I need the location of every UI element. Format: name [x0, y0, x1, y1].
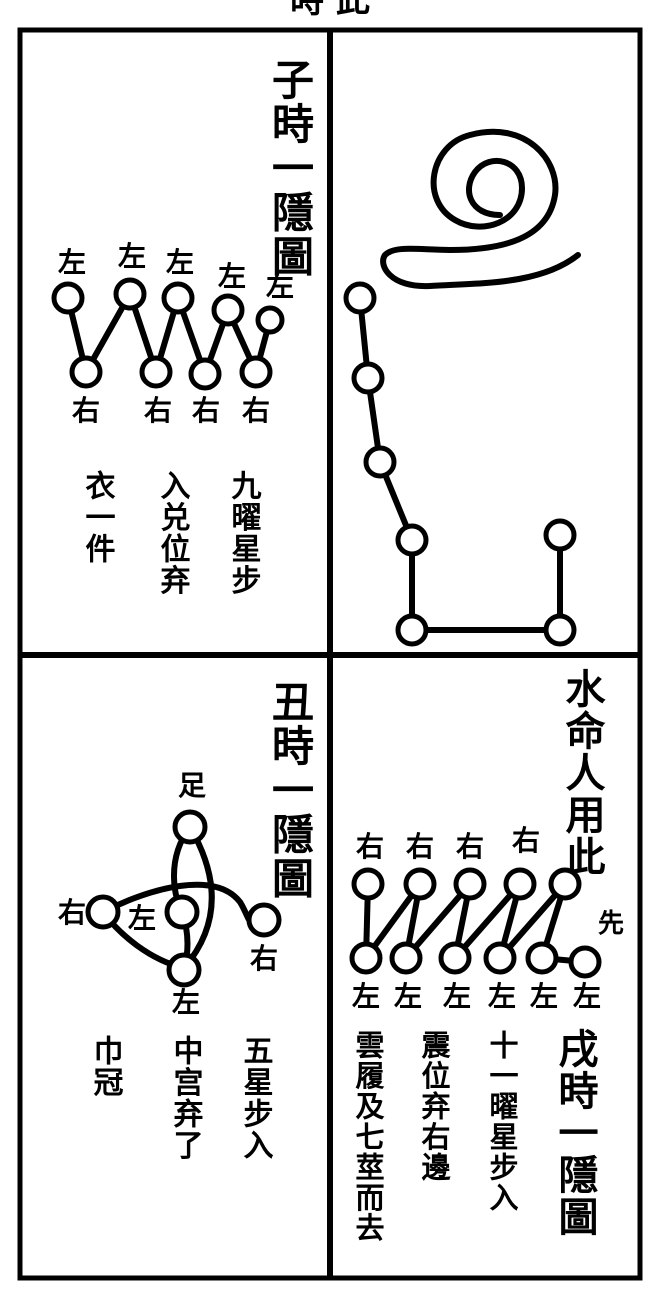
panel-zi: 子時一隱圖 左 左 左 左 左 右 右 右 右 九曜星步 入兑位弃 衣一件 [51, 58, 315, 596]
panel-chou-label-top: 足 [178, 769, 206, 802]
panel-xu-node [525, 941, 559, 975]
panel-xu-node [389, 941, 423, 975]
panel-zi-note: 衣一件 [80, 470, 116, 565]
panel-xu-top-label: 右 [356, 830, 384, 863]
panel-xu-start-label: 先 [598, 909, 624, 939]
panel-zi-bottom-label: 右 [242, 394, 270, 427]
spiral-node [543, 518, 577, 552]
panel-zi-node [139, 355, 173, 389]
panel-zi-node [161, 281, 195, 315]
panel-xu-node [403, 867, 437, 901]
panel-xu-node [453, 867, 487, 901]
panel-chou-node [246, 902, 282, 938]
panel-chou-loop [100, 824, 215, 971]
panel-zi-bottom-label: 右 [72, 394, 100, 427]
spiral-node [395, 523, 429, 557]
panel-zi-node [51, 281, 85, 315]
panel-xu-node [548, 867, 582, 901]
panel-zi-title: 子時一隱圖 [266, 58, 315, 279]
panel-xu-top-label: 右 [406, 830, 434, 863]
panel-xu-node [568, 945, 602, 979]
panel-xu-bottom-label: 左 [394, 980, 422, 1013]
panel-zi-top-label: 左 [266, 270, 294, 303]
panel-zi-note: 入兑位弃 [155, 470, 191, 596]
panel-chou-note: 巾冠 [88, 1035, 124, 1098]
panel-xu-node [483, 941, 517, 975]
panel-xu: 水命人用此 右 右 右 右 先 左 左 左 左 左 左 戌時一隱圖 十一曜星步入… [349, 668, 624, 1243]
panel-xu-node [349, 941, 383, 975]
panel-chou-label-center: 左 [128, 902, 156, 935]
panel-xu-header: 水命人用此 [559, 668, 606, 878]
panel-zi-note: 九曜星步 [226, 470, 262, 596]
panel-chou-note: 五星步入 [238, 1035, 274, 1161]
panel-chou-node [172, 809, 208, 845]
panel-xu-note: 雲履及七莖而去 [351, 1030, 385, 1243]
panel-zi-bottom-label: 右 [144, 394, 172, 427]
panel-spiral [343, 128, 581, 647]
panel-xu-title: 戌時一隱圖 [552, 1028, 599, 1238]
panel-zi-top-label: 左 [166, 246, 194, 279]
panel-chou-note: 中宫弃了 [168, 1035, 204, 1161]
panel-xu-note: 十一曜星步入 [485, 1030, 519, 1213]
panel-zi-top-label: 左 [218, 260, 246, 293]
panel-chou-label-bottom: 左 [172, 986, 200, 1019]
panel-chou: 丑時一隱圖 足 右 左 右 左 五星步入 中宫弃了 巾冠 [58, 680, 315, 1161]
panel-xu-bottom-label: 左 [443, 980, 471, 1013]
panel-zi-top-label: 左 [118, 240, 146, 273]
panel-xu-bottom-label: 左 [352, 980, 380, 1013]
panel-chou-node [85, 894, 121, 930]
panel-zi-node [211, 293, 245, 327]
top-partial-text: 時 此 [290, 0, 370, 21]
spiral-node [363, 445, 397, 479]
panel-xu-top-label: 右 [456, 830, 484, 863]
spiral-node [351, 361, 385, 395]
panel-zi-node [69, 355, 103, 389]
panel-zi-node [113, 277, 147, 311]
panel-chou-node [166, 952, 202, 988]
spiral-path [380, 128, 581, 290]
panel-zi-node [188, 357, 222, 391]
panel-zi-bottom-label: 右 [192, 394, 220, 427]
panel-xu-bottom-label: 左 [488, 980, 516, 1013]
panel-zi-node [239, 355, 273, 389]
panel-xu-node [351, 867, 385, 901]
panel-chou-label-left: 右 [58, 896, 86, 929]
panel-xu-top-label: 右 [512, 824, 540, 857]
panel-xu-bottom-label: 左 [573, 980, 601, 1013]
panel-xu-node [438, 941, 472, 975]
panel-zi-node [255, 305, 285, 335]
panel-xu-note: 震位弃右邊 [417, 1030, 451, 1182]
panel-xu-bottom-label: 左 [530, 980, 558, 1013]
panel-chou-title: 丑時一隱圖 [266, 680, 315, 901]
spiral-node [395, 613, 429, 647]
panel-zi-top-label: 左 [58, 246, 86, 279]
spiral-node [343, 281, 377, 315]
panel-chou-label-right: 右 [250, 942, 278, 975]
spiral-node [543, 613, 577, 647]
panel-xu-node [503, 867, 537, 901]
panel-chou-node [164, 894, 200, 930]
